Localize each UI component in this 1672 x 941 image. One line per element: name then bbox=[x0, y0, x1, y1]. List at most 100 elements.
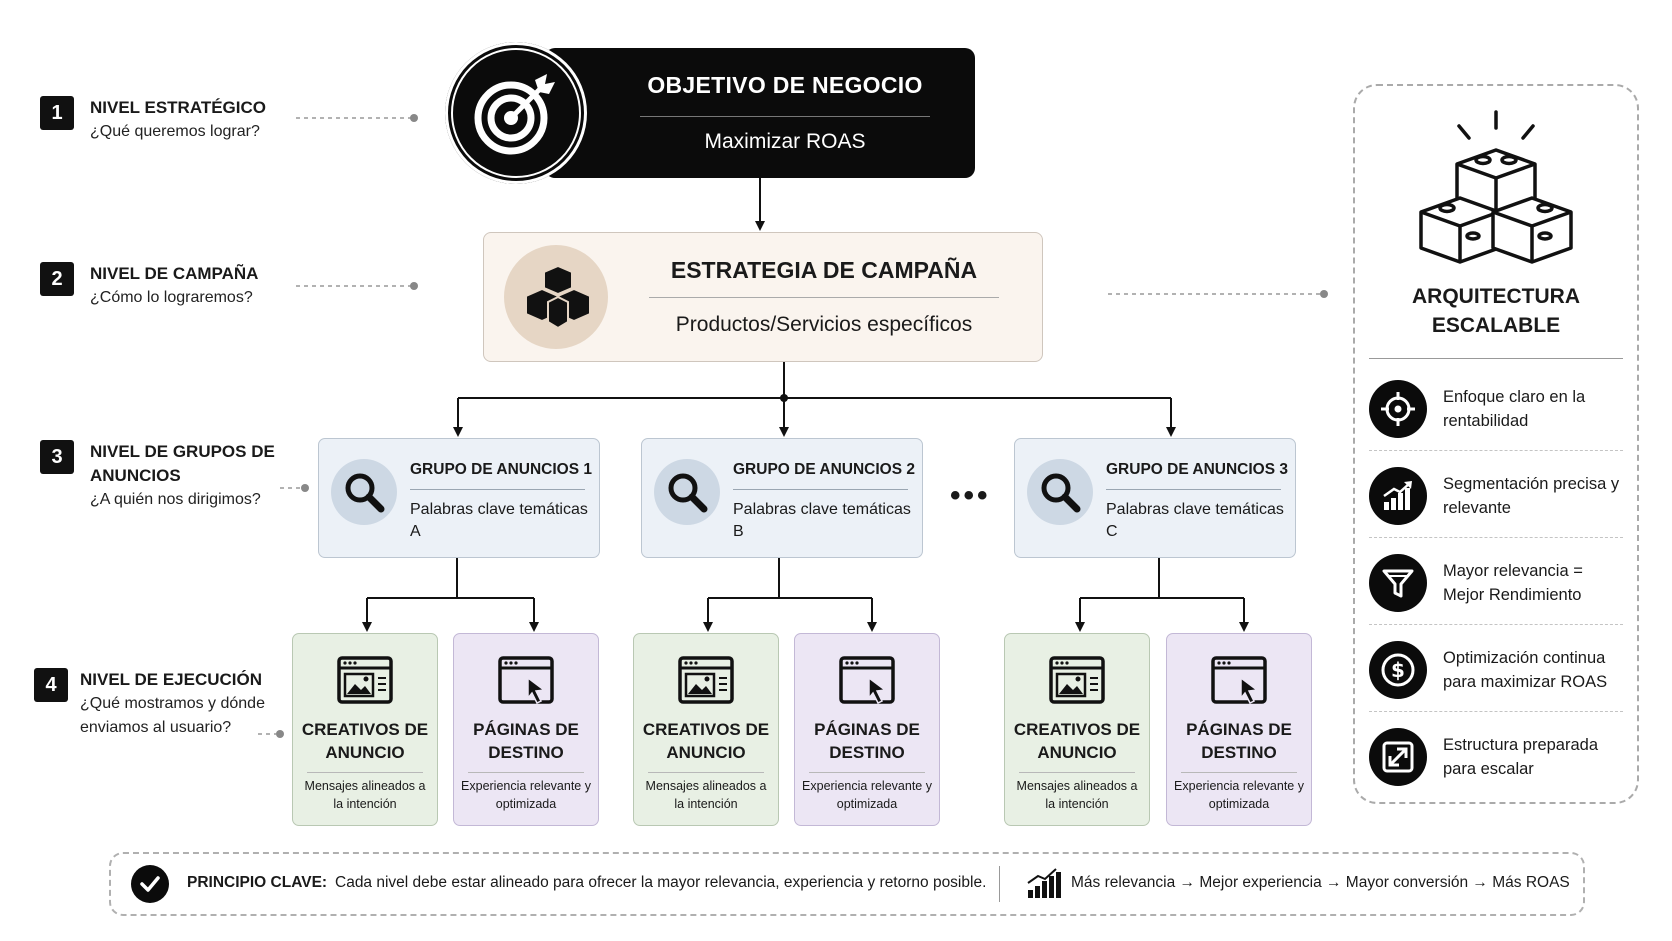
browser-cursor-icon bbox=[839, 656, 895, 704]
browser-cursor-icon bbox=[498, 656, 554, 704]
strategy-title: ESTRATEGIA DE CAMPAÑA bbox=[670, 257, 978, 283]
creatives-card: CREATIVOS DE ANUNCIO Mensajes alineados … bbox=[292, 633, 438, 826]
feature-text: Mayor relevancia = Mejor Rendimiento bbox=[1443, 562, 1583, 604]
creatives-title: CREATIVOS DE ANUNCIO bbox=[642, 720, 770, 762]
divider bbox=[1106, 489, 1281, 490]
landing-page-card: PÁGINAS DE DESTINO Experiencia relevante… bbox=[1166, 633, 1312, 826]
level-number: 2 bbox=[40, 262, 74, 296]
level-title: NIVEL DE EJECUCIÓN bbox=[80, 670, 263, 689]
dollar-icon: $ bbox=[1369, 641, 1427, 699]
level-1: 1 NIVEL ESTRATÉGICO ¿Qué queremos lograr… bbox=[40, 96, 266, 144]
creatives-title: CREATIVOS DE ANUNCIO bbox=[1013, 720, 1141, 762]
feature-item: $ Optimización continua para maximizar R… bbox=[1369, 627, 1623, 713]
growth-chart-icon bbox=[1027, 868, 1061, 898]
landing-page-card: PÁGINAS DE DESTINO Experiencia relevante… bbox=[794, 633, 940, 826]
ad-group-keywords: Palabras clave temáticas B bbox=[733, 501, 911, 540]
level-question: ¿Qué queremos lograr? bbox=[90, 123, 260, 140]
building-blocks-icon bbox=[1419, 110, 1573, 264]
divider bbox=[649, 297, 999, 298]
search-icon bbox=[331, 459, 397, 525]
divider bbox=[1369, 450, 1623, 451]
growth-chart-icon bbox=[1369, 467, 1427, 525]
ad-image-icon bbox=[678, 656, 734, 704]
browser-cursor-icon bbox=[1211, 656, 1267, 704]
feature-item: Estructura preparada para escalar bbox=[1369, 714, 1623, 800]
divider bbox=[809, 772, 925, 773]
divider bbox=[1369, 711, 1623, 712]
search-icon bbox=[654, 459, 720, 525]
business-objective: OBJETIVO DE NEGOCIO Maximizar ROAS bbox=[445, 42, 975, 184]
level-question: ¿Qué mostramos y dónde enviamos al usuar… bbox=[80, 695, 265, 736]
level-title: NIVEL ESTRATÉGICO bbox=[90, 98, 267, 117]
ad-group-keywords: Palabras clave temáticas A bbox=[410, 501, 588, 540]
target-icon bbox=[445, 42, 587, 184]
divider bbox=[648, 772, 764, 773]
ad-group-1: GRUPO DE ANUNCIOS 1 Palabras clave temát… bbox=[318, 438, 600, 558]
objective-subtitle: Maximizar ROAS bbox=[704, 130, 866, 153]
principle-label: PRINCIPIO CLAVE: bbox=[187, 874, 328, 891]
level-title: NIVEL DE GRUPOS DE ANUNCIOS bbox=[90, 442, 275, 485]
creatives-card: CREATIVOS DE ANUNCIO Mensajes alineados … bbox=[1004, 633, 1150, 826]
divider bbox=[468, 772, 584, 773]
campaign-strategy: ESTRATEGIA DE CAMPAÑA Productos/Servicio… bbox=[483, 232, 1043, 362]
creatives-card: CREATIVOS DE ANUNCIO Mensajes alineados … bbox=[633, 633, 779, 826]
objective-title: OBJETIVO DE NEGOCIO bbox=[647, 72, 923, 98]
key-principle-bar: PRINCIPIO CLAVE: Cada nivel debe estar a… bbox=[109, 852, 1585, 916]
objective-bar bbox=[545, 48, 975, 178]
divider bbox=[1019, 772, 1135, 773]
search-icon bbox=[1027, 459, 1093, 525]
ad-image-icon bbox=[1049, 656, 1105, 704]
landing-page-card: PÁGINAS DE DESTINO Experiencia relevante… bbox=[453, 633, 599, 826]
divider bbox=[1369, 624, 1623, 625]
principle-text: Cada nivel debe estar alineado para ofre… bbox=[335, 874, 987, 891]
feature-text: Optimización continua para maximizar ROA… bbox=[1443, 649, 1608, 691]
divider bbox=[999, 866, 1000, 902]
creatives-desc: Mensajes alineados a la intención bbox=[304, 779, 426, 811]
feature-item: Mayor relevancia = Mejor Rendimiento bbox=[1369, 540, 1623, 626]
divider bbox=[1369, 358, 1623, 359]
feature-text: Segmentación precisa y relevante bbox=[1443, 475, 1620, 517]
crosshair-icon bbox=[1369, 380, 1427, 438]
divider bbox=[733, 489, 908, 490]
level-4: 4 NIVEL DE EJECUCIÓN ¿Qué mostramos y dó… bbox=[34, 668, 280, 740]
expand-icon bbox=[1369, 728, 1427, 786]
divider bbox=[307, 772, 423, 773]
ad-group-title: GRUPO DE ANUNCIOS 1 bbox=[410, 461, 593, 478]
check-icon bbox=[131, 865, 169, 903]
creatives-desc: Mensajes alineados a la intención bbox=[1016, 779, 1138, 811]
level-number: 3 bbox=[40, 440, 74, 474]
landing-desc: Experiencia relevante y optimizada bbox=[802, 779, 932, 811]
landing-desc: Experiencia relevante y optimizada bbox=[1174, 779, 1304, 811]
panel-title: ARQUITECTURA ESCALABLE bbox=[1412, 285, 1580, 337]
creatives-desc: Mensajes alineados a la intención bbox=[645, 779, 767, 811]
divider bbox=[1181, 772, 1297, 773]
feature-text: Enfoque claro en la rentabilidad bbox=[1443, 388, 1586, 430]
level-number: 4 bbox=[34, 668, 68, 702]
level-question: ¿Cómo lo lograremos? bbox=[90, 289, 253, 306]
ad-group-2: GRUPO DE ANUNCIOS 2 Palabras clave temát… bbox=[641, 438, 923, 558]
creatives-title: CREATIVOS DE ANUNCIO bbox=[301, 720, 429, 762]
ad-image-icon bbox=[337, 656, 393, 704]
divider bbox=[640, 116, 930, 117]
landing-title: PÁGINAS DE DESTINO bbox=[1186, 720, 1292, 762]
ad-group-title: GRUPO DE ANUNCIOS 2 bbox=[733, 461, 916, 478]
level-3: 3 NIVEL DE GRUPOS DE ANUNCIOS ¿A quién n… bbox=[40, 440, 280, 512]
landing-desc: Experiencia relevante y optimizada bbox=[461, 779, 591, 811]
feature-text: Estructura preparada para escalar bbox=[1443, 736, 1599, 778]
ad-group-keywords: Palabras clave temáticas C bbox=[1106, 501, 1284, 540]
ellipsis: ••• bbox=[950, 479, 991, 512]
funnel-icon bbox=[1369, 554, 1427, 612]
level-question: ¿A quién nos dirigimos? bbox=[90, 491, 261, 508]
divider bbox=[410, 489, 585, 490]
divider bbox=[1369, 537, 1623, 538]
scalable-architecture-panel: ARQUITECTURA ESCALABLE Enfoque claro en … bbox=[1353, 84, 1639, 804]
svg-text:$: $ bbox=[1391, 658, 1405, 682]
boxes-icon bbox=[504, 245, 608, 349]
level-title: NIVEL DE CAMPAÑA bbox=[90, 264, 259, 283]
ad-group-title: GRUPO DE ANUNCIOS 3 bbox=[1106, 461, 1289, 478]
feature-item: Enfoque claro en la rentabilidad bbox=[1369, 366, 1623, 452]
landing-title: PÁGINAS DE DESTINO bbox=[473, 720, 579, 762]
feature-item: Segmentación precisa y relevante bbox=[1369, 453, 1623, 539]
level-number: 1 bbox=[40, 96, 74, 130]
